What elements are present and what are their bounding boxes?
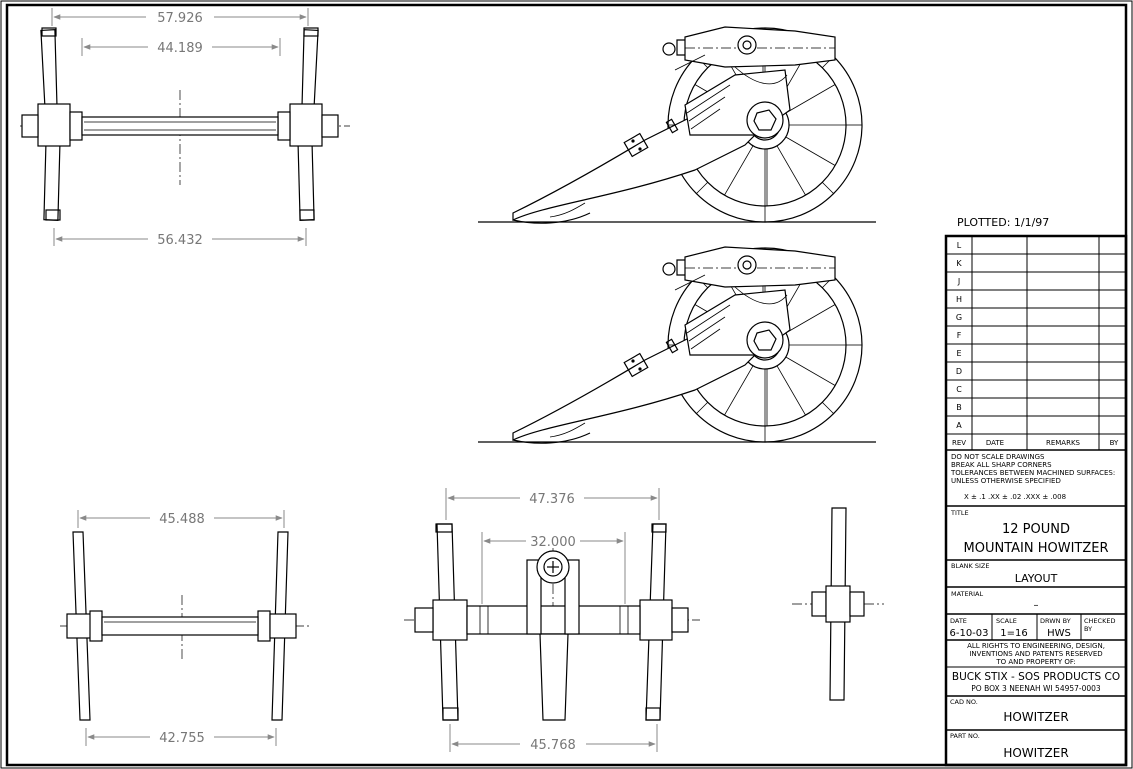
part-number-section: PART NO. HOWITZER	[950, 732, 1069, 760]
svg-text:BLANK SIZE: BLANK SIZE	[951, 562, 989, 570]
small-end-view	[792, 507, 884, 701]
dim-bl-bottom: 42.755	[85, 728, 277, 746]
drawing-title-line1: 12 POUND	[1002, 522, 1070, 537]
approval-row: DATE 6-10-03 SCALE 1=16 DRWN BY HWS CHEC…	[946, 614, 1126, 641]
svg-text:45.768: 45.768	[530, 738, 576, 753]
svg-text:ALL RIGHTS TO ENGINEERING, DES: ALL RIGHTS TO ENGINEERING, DESIGN,	[967, 642, 1105, 650]
plotted-date: PLOTTED: 1/1/97	[957, 216, 1049, 229]
svg-text:–: –	[1034, 600, 1039, 611]
dim-top-inner: 44.189	[81, 38, 281, 56]
svg-text:45.488: 45.488	[159, 512, 205, 527]
svg-text:SCALE: SCALE	[996, 617, 1017, 625]
drawing-title-line2: MOUNTAIN HOWITZER	[964, 541, 1109, 556]
general-notes: DO NOT SCALE DRAWINGS BREAK ALL SHARP CO…	[946, 453, 1126, 507]
company-name: BUCK STIX - SOS PRODUCTS CO	[952, 671, 1120, 683]
svg-text:LAYOUT: LAYOUT	[1015, 572, 1058, 585]
svg-text:HWS: HWS	[1047, 628, 1071, 639]
svg-text:K: K	[956, 259, 962, 268]
side-view-lower	[478, 246, 876, 444]
svg-text:BREAK ALL SHARP CORNERS: BREAK ALL SHARP CORNERS	[951, 461, 1052, 469]
top-view-axle-assembly	[20, 27, 350, 221]
side-view-upper	[478, 26, 876, 224]
svg-text:PART NO.: PART NO.	[950, 732, 980, 740]
material-section: MATERIAL –	[946, 590, 1126, 615]
svg-text:TITLE: TITLE	[950, 509, 969, 517]
cad-number-section: CAD NO. HOWITZER	[946, 698, 1126, 731]
svg-text:PO BOX 3 NEENAH WI 54957-0003: PO BOX 3 NEENAH WI 54957-0003	[971, 684, 1101, 693]
svg-text:56.432: 56.432	[157, 233, 203, 248]
svg-text:HOWITZER: HOWITZER	[1003, 746, 1068, 760]
svg-text:DO NOT SCALE DRAWINGS: DO NOT SCALE DRAWINGS	[951, 453, 1045, 461]
svg-text:6-10-03: 6-10-03	[949, 628, 988, 639]
svg-text:TOLERANCES BETWEEN MACHINED SU: TOLERANCES BETWEEN MACHINED SURFACES:	[950, 469, 1115, 477]
svg-text:32.000: 32.000	[530, 535, 576, 550]
svg-text:BY: BY	[1084, 625, 1092, 633]
svg-text:X ± .1 .XX ± .02 .XXX: X ± .1 .XX ± .02 .XXX ± .008	[964, 493, 1066, 501]
svg-text:TO AND PROPERTY OF:: TO AND PROPERTY OF:	[995, 658, 1075, 666]
dim-top-bottom: 56.432	[53, 228, 307, 248]
front-view-assembly	[404, 523, 700, 721]
svg-text:F: F	[957, 331, 962, 340]
svg-text:G: G	[956, 313, 962, 322]
dim-front-bottom: 45.768	[449, 724, 658, 753]
svg-text:A: A	[956, 421, 962, 430]
svg-text:C: C	[956, 385, 962, 394]
svg-text:CAD NO.: CAD NO.	[950, 698, 978, 706]
svg-text:UNLESS OTHERWISE SPECIFIED: UNLESS OTHERWISE SPECIFIED	[951, 477, 1061, 485]
svg-text:DATE: DATE	[986, 439, 1004, 447]
title-section: TITLE 12 POUND MOUNTAIN HOWITZER	[946, 509, 1126, 561]
svg-text:H: H	[956, 295, 962, 304]
svg-text:HOWITZER: HOWITZER	[1003, 710, 1068, 724]
dim-front-top: 47.376	[445, 488, 660, 520]
revision-table: L K J H G F E D C B A REV DATE REMARKS B…	[946, 236, 1126, 451]
svg-text:REV: REV	[952, 439, 966, 447]
svg-text:57.926: 57.926	[157, 11, 203, 26]
dim-top-outer: 57.926	[51, 8, 309, 26]
svg-text:MATERIAL: MATERIAL	[951, 590, 984, 598]
title-block: L K J H G F E D C B A REV DATE REMARKS B…	[944, 234, 1128, 767]
bottom-view-axle-assembly	[60, 531, 310, 721]
svg-text:DRWN BY: DRWN BY	[1040, 617, 1071, 625]
svg-text:D: D	[956, 367, 962, 376]
svg-text:BY: BY	[1110, 439, 1119, 447]
svg-text:44.189: 44.189	[157, 41, 203, 56]
svg-text:B: B	[956, 403, 962, 412]
svg-text:1=16: 1=16	[1000, 628, 1027, 639]
svg-text:INVENTIONS AND PATENTS RESERVE: INVENTIONS AND PATENTS RESERVED	[969, 650, 1102, 658]
svg-text:CHECKED: CHECKED	[1084, 617, 1115, 625]
svg-text:REMARKS: REMARKS	[1046, 439, 1081, 447]
svg-text:42.755: 42.755	[159, 731, 205, 746]
ownership-section: ALL RIGHTS TO ENGINEERING, DESIGN, INVEN…	[946, 642, 1126, 697]
dimensions: 57.926 44.189 56.432 45.488	[51, 8, 660, 753]
svg-text:J: J	[957, 277, 960, 286]
dim-bl-top: 45.488	[77, 510, 285, 528]
svg-text:47.376: 47.376	[529, 492, 575, 507]
svg-text:L: L	[957, 241, 962, 250]
blank-size-section: BLANK SIZE LAYOUT	[946, 562, 1126, 588]
svg-text:E: E	[956, 349, 961, 358]
dim-front-mid: 32.000	[481, 532, 626, 604]
svg-text:DATE: DATE	[950, 617, 967, 625]
